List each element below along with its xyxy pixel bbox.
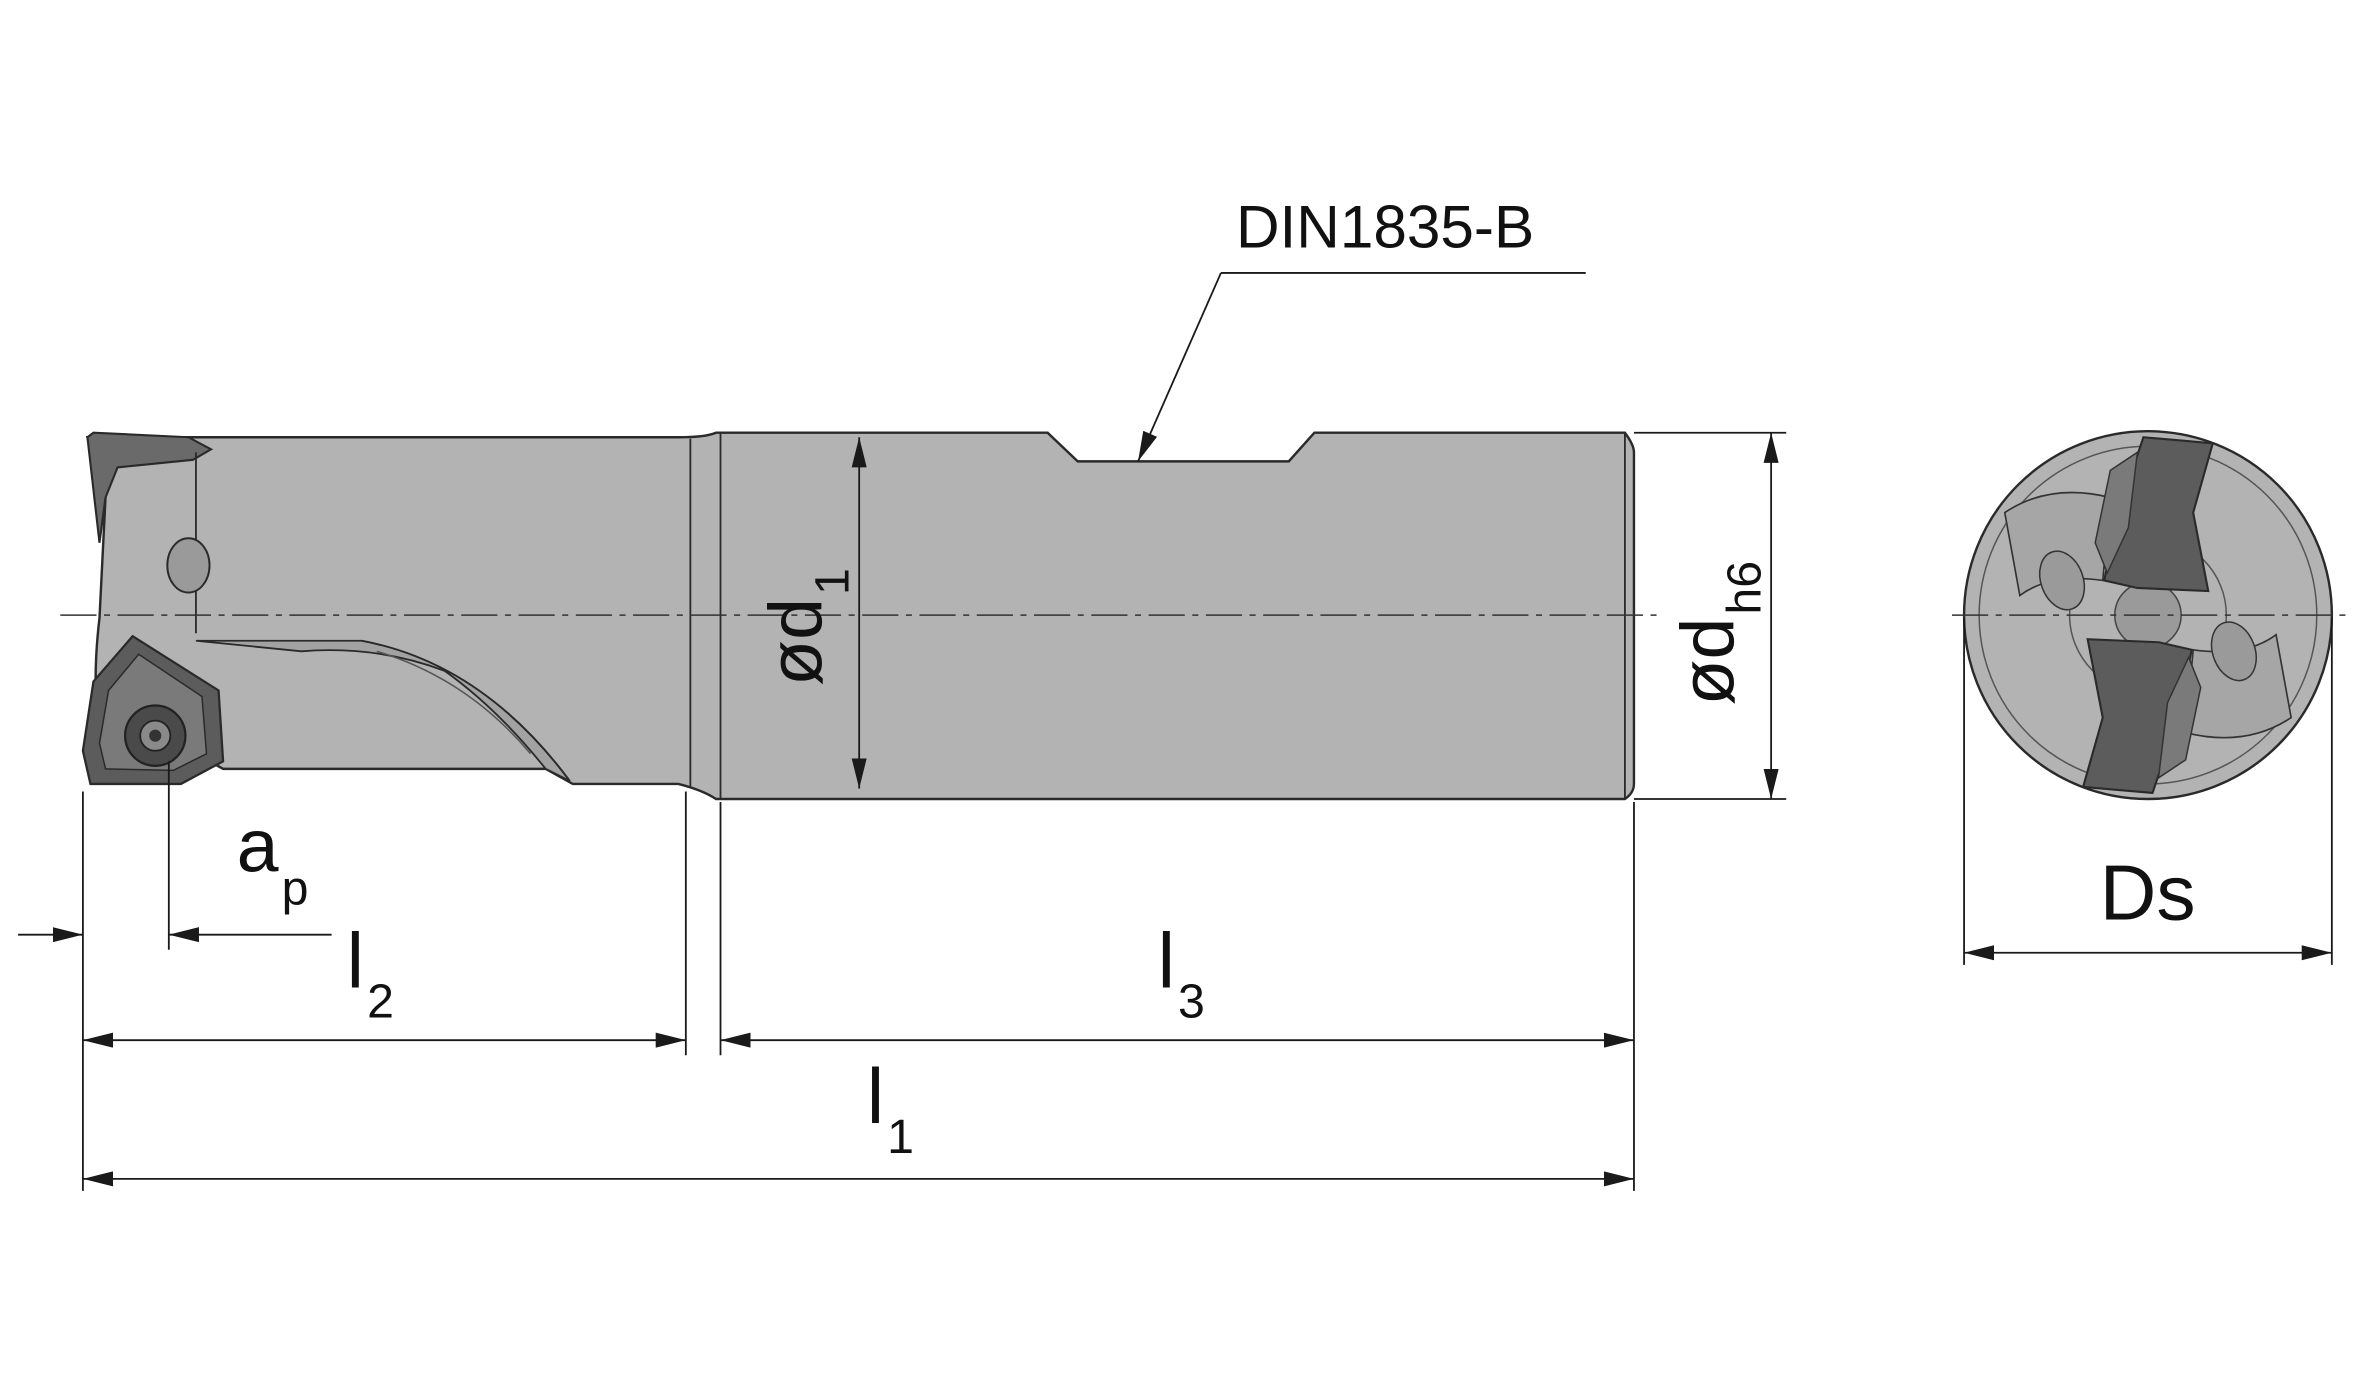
- upper-insert: [86, 431, 214, 543]
- din-annotation: DIN1835-B: [1236, 192, 1534, 260]
- dim-label-ds: Ds: [2100, 849, 2196, 937]
- dim-label-ap: ap: [237, 803, 309, 915]
- dim-label-dh6: ødh6: [1665, 561, 1771, 706]
- dim-label-l2: l2: [347, 916, 394, 1028]
- tool-end-view: [1952, 430, 2352, 801]
- dimension-lines: [18, 272, 2333, 1191]
- coolant-hole: [166, 537, 211, 594]
- dim-label-l3: l3: [1158, 916, 1205, 1028]
- tool-body: [85, 431, 1636, 801]
- dim-label-d1: ød1: [753, 568, 859, 686]
- dim-label-l1: l1: [867, 1052, 914, 1164]
